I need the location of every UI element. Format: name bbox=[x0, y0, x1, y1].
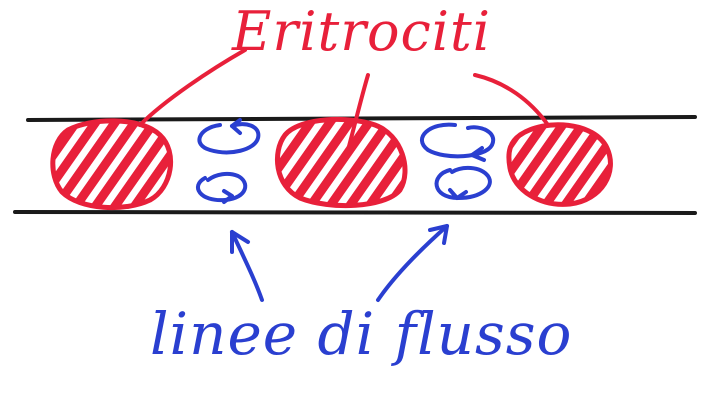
pointer-line-cell-3 bbox=[473, 73, 550, 127]
vessel-wall-top bbox=[26, 115, 697, 122]
flow-vortex-group-2 bbox=[420, 122, 496, 200]
pointer-line-cell-1 bbox=[138, 48, 247, 127]
arrow-to-vortex-2 bbox=[376, 224, 449, 302]
erythrocyte-1 bbox=[50, 118, 174, 211]
erythrocyte-2 bbox=[274, 116, 408, 208]
arrow-to-vortex-1 bbox=[230, 230, 264, 302]
flow-lines-label: linee di flusso bbox=[150, 300, 573, 368]
pointer-line-cell-2 bbox=[346, 73, 370, 152]
erythrocytes-label: Eritrociti bbox=[232, 0, 492, 63]
vessel-wall-bottom bbox=[13, 210, 697, 215]
erythrocyte-3 bbox=[506, 122, 613, 207]
flow-vortex-group-1 bbox=[196, 118, 261, 204]
